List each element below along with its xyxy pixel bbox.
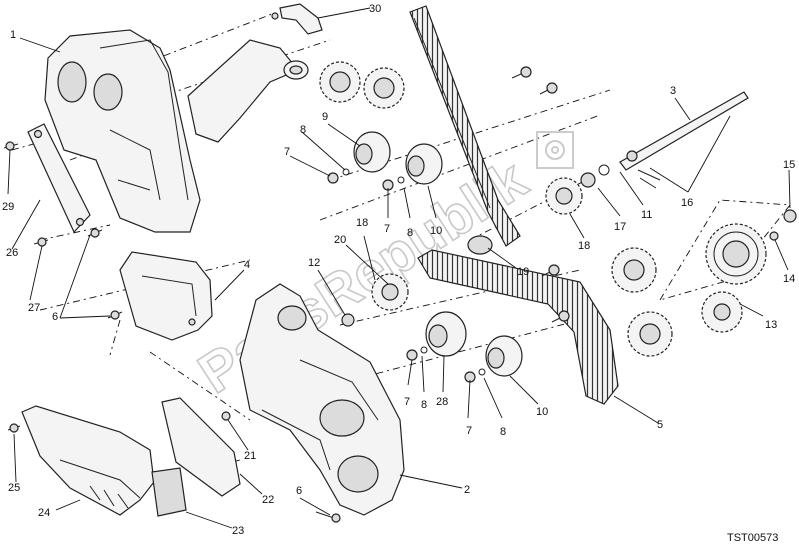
callout-1: 1 <box>10 29 16 41</box>
callout-10a: 10 <box>430 225 442 237</box>
small-bracket-30 <box>271 3 323 35</box>
callout-16: 16 <box>681 197 693 209</box>
bracket-left <box>27 123 91 234</box>
gear-13-large <box>705 223 767 285</box>
callout-28: 28 <box>436 396 448 408</box>
callout-7b: 7 <box>384 223 390 235</box>
callout-6-left: 6 <box>52 311 58 323</box>
callout-7a: 7 <box>284 146 290 158</box>
callout-21: 21 <box>244 450 256 462</box>
idler-pulley-9 <box>353 131 391 173</box>
leader-lines <box>7 7 791 529</box>
callout-labels: 1 2 3 4 5 6 6 7 7 7 7 8 8 8 8 9 10 10 11… <box>2 3 795 537</box>
upper-timing-belt <box>409 5 521 247</box>
callout-7c: 7 <box>404 396 410 408</box>
callout-6-bottom: 6 <box>296 485 302 497</box>
callout-24: 24 <box>38 507 50 519</box>
callout-23: 23 <box>232 525 244 537</box>
callout-8a: 8 <box>300 124 306 136</box>
upper-timing-cover <box>44 29 201 233</box>
callout-18a: 18 <box>356 217 368 229</box>
lower-guard-24 <box>21 405 155 516</box>
callout-12: 12 <box>308 257 320 269</box>
callout-9: 9 <box>322 111 328 123</box>
bolt-21 <box>221 411 231 421</box>
callout-19: 19 <box>517 266 529 278</box>
callout-8c: 8 <box>421 399 427 411</box>
callout-10b: 10 <box>536 406 548 418</box>
gear-watermark-icon <box>536 131 574 169</box>
callout-27: 27 <box>28 302 40 314</box>
sprocket-20 <box>371 273 409 311</box>
callout-25: 25 <box>8 482 20 494</box>
callout-15: 15 <box>783 159 795 171</box>
callout-3: 3 <box>670 85 676 97</box>
idler-pulley-10b <box>485 335 523 377</box>
lower-timing-belt <box>417 249 619 405</box>
callout-20: 20 <box>334 234 346 246</box>
callout-2: 2 <box>464 484 470 496</box>
cam-pulleys-upper <box>319 61 405 109</box>
callout-26: 26 <box>6 247 18 259</box>
callout-7d: 7 <box>466 425 472 437</box>
gear-13-small <box>701 291 743 333</box>
callout-11: 11 <box>641 209 652 221</box>
plate-22 <box>161 397 241 497</box>
lower-timing-cover <box>239 283 405 516</box>
callout-29: 29 <box>2 201 14 213</box>
callout-8b: 8 <box>407 227 413 239</box>
cover-plate-4 <box>119 251 213 341</box>
callout-8d: 8 <box>500 426 506 438</box>
callout-5: 5 <box>657 419 663 431</box>
belt-pulleys-lower <box>611 247 673 357</box>
callout-13: 13 <box>765 319 777 331</box>
callout-30: 30 <box>369 3 381 15</box>
callout-17: 17 <box>614 221 626 233</box>
sprocket-18 <box>545 177 583 215</box>
callout-22: 22 <box>262 494 274 506</box>
shaft-3 <box>619 91 749 189</box>
air-duct <box>187 39 309 143</box>
idler-pulley-10a <box>405 143 443 185</box>
callout-18b: 18 <box>578 240 590 252</box>
label-pad-23 <box>151 467 187 517</box>
callout-14: 14 <box>783 273 795 285</box>
nuts-and-washers <box>327 164 797 383</box>
callout-4: 4 <box>244 259 250 271</box>
idler-pulley-28 <box>425 311 467 357</box>
studs-and-bolts <box>3 66 570 523</box>
drawing-code: TST00573 <box>727 532 778 544</box>
